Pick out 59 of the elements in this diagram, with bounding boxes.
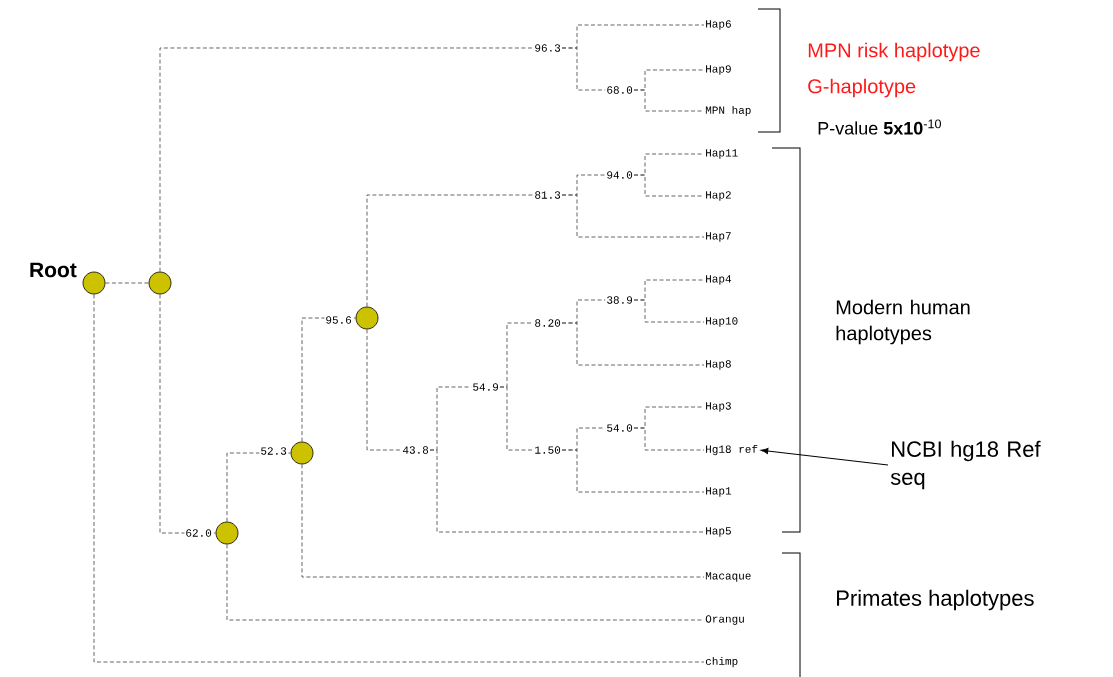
bootstrap-value: 94.0 <box>607 171 633 179</box>
leaf-label: Hap10 <box>706 317 738 327</box>
annotation-text: NCBI hg18 Ref seq <box>890 440 1041 490</box>
group-label: Primates haplotypes <box>837 589 1034 611</box>
bootstrap-value: 62.0 <box>184 528 213 538</box>
leaf-label: Hap5 <box>706 527 731 537</box>
bootstrap-value: 54.9 <box>473 383 499 391</box>
bootstrap-value: 52.3 <box>259 446 288 456</box>
tree-branch <box>499 386 534 451</box>
group-label: Modern human haplotypes <box>836 299 970 345</box>
bootstrap-value: 43.8 <box>402 446 429 454</box>
bootstrap-value: 81.3 <box>535 191 561 199</box>
tree-branch <box>561 322 705 366</box>
leaf-label: Hap7 <box>706 232 731 242</box>
tree-branch <box>226 544 705 621</box>
tree-branch <box>105 282 149 284</box>
junction-circle <box>82 271 106 295</box>
leaf-label: Hap9 <box>706 65 731 75</box>
tree-branch <box>561 449 705 493</box>
tree-branch <box>93 294 705 663</box>
leaf-label: Orangu <box>705 615 744 625</box>
leaf-label: Hap4 <box>706 275 732 285</box>
tree-branch <box>159 47 534 272</box>
tree-branch <box>633 299 705 323</box>
bootstrap-value: 54.0 <box>607 424 633 432</box>
leaf-label: MPN hap <box>705 105 751 117</box>
bootstrap-value: 8.20 <box>535 319 561 327</box>
tree-branch <box>561 47 606 91</box>
leaf-label: Hap3 <box>706 402 731 412</box>
group-label: MPN risk haplotype <box>808 42 980 62</box>
group-label: G-haplotype <box>808 78 916 98</box>
tree-branch <box>366 194 534 307</box>
junction-circle <box>290 441 314 465</box>
leaf-label: Macaque <box>705 572 751 582</box>
tree-branch <box>561 194 705 238</box>
leaf-label: chimp <box>705 656 738 668</box>
bootstrap-value: 38.9 <box>607 296 633 304</box>
tree-branch <box>301 317 356 442</box>
junction-circle <box>148 271 172 295</box>
arrow <box>760 447 889 466</box>
tree-branch <box>159 294 216 534</box>
leaf-label: Hap6 <box>706 20 731 30</box>
junction-circle <box>355 306 379 330</box>
bootstrap-value: 1.50 <box>535 446 561 454</box>
leaf-label: Hap8 <box>706 360 731 370</box>
tree-branch <box>301 464 705 578</box>
tree-branch <box>429 449 705 533</box>
tree-branch <box>366 329 402 451</box>
leaf-label: Hap2 <box>706 191 731 201</box>
root-label: Root <box>30 262 77 278</box>
bootstrap-value: 95.6 <box>324 315 353 325</box>
group-label: P-value 5x10$^{-10}$ <box>818 119 941 135</box>
leaf-label: Hap11 <box>706 149 738 159</box>
junction-circle <box>215 521 239 545</box>
leaf-label: Hap1 <box>706 487 732 497</box>
bootstrap-value: 96.3 <box>535 44 561 52</box>
bootstrap-value: 68.0 <box>607 86 633 94</box>
leaf-label: Hg18 ref <box>706 444 758 456</box>
tree-branch <box>633 427 705 451</box>
